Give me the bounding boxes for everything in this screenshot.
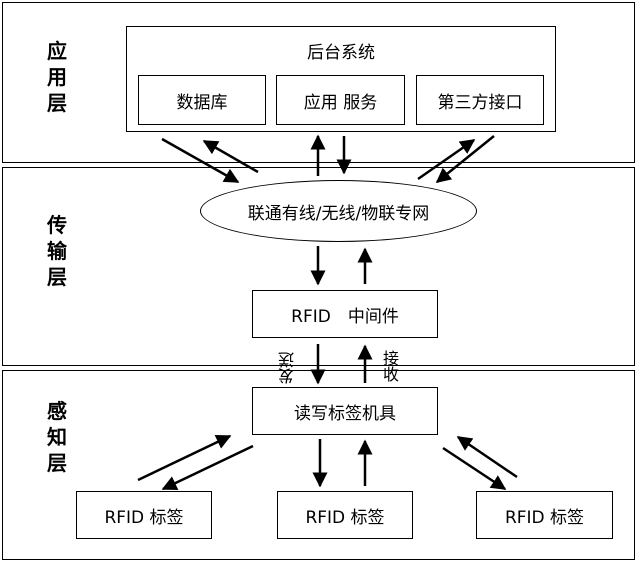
network-label: 联通有线/无线/物联专网	[247, 203, 430, 224]
tag-reader-box: 读写标签机具	[252, 387, 438, 435]
third-party-interface-box: 第三方接口	[416, 75, 544, 125]
app-service-box: 应用 服务	[276, 75, 405, 125]
rfid-middleware-label: RFID 中间件	[291, 306, 399, 327]
app-service-label: 应用 服务	[303, 92, 378, 113]
database-label: 数据库	[176, 92, 228, 113]
receive-label: 接收	[380, 350, 399, 382]
network-ellipse: 联通有线/无线/物联专网	[200, 180, 477, 242]
send-label: 发送	[278, 352, 297, 384]
rfid-middleware-box: RFID 中间件	[252, 290, 438, 338]
rfid-tag-box-right: RFID 标签	[476, 491, 613, 539]
database-box: 数据库	[138, 75, 266, 125]
application-layer-label: 应用层	[47, 39, 67, 115]
rfid-tag-box-center: RFID 标签	[277, 491, 413, 539]
perception-layer-label: 感知层	[47, 399, 67, 475]
transport-layer-label: 传输层	[47, 213, 67, 289]
third-party-label: 第三方接口	[437, 92, 523, 113]
rfid-tag-label-right: RFID 标签	[504, 507, 585, 528]
rfid-tag-label-left: RFID 标签	[104, 507, 184, 528]
tag-reader-label: 读写标签机具	[294, 403, 396, 424]
rfid-tag-box-left: RFID 标签	[76, 491, 212, 539]
backend-title: 后台系统	[307, 43, 375, 63]
rfid-tag-label-center: RFID 标签	[305, 507, 385, 528]
